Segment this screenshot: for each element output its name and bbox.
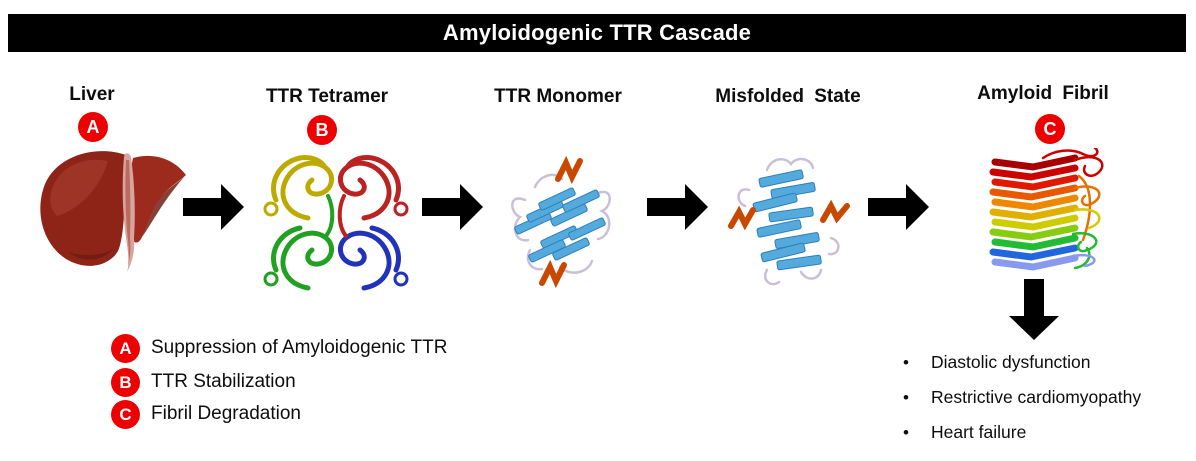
- stage-label-liver: Liver: [69, 84, 115, 105]
- arrow-tetramer-to-monomer-icon: [422, 184, 483, 230]
- ttr-monomer-ribbon: [511, 155, 611, 289]
- outcome-text-2: Restrictive cardiomyopathy: [931, 387, 1142, 407]
- legend-badge-c: C: [111, 399, 140, 429]
- diagram-title: Amyloidogenic TTR Cascade: [442, 20, 752, 45]
- badge-c-fibril: C: [1035, 114, 1065, 144]
- legend-text-c: Fibril Degradation: [151, 403, 301, 424]
- arrow-liver-to-tetramer-icon: [183, 184, 244, 230]
- legend-row-a: A Suppression of Amyloidogenic TTR: [111, 333, 447, 363]
- misfolded-protein-ribbon: [728, 157, 850, 286]
- outcome-row-2: • Restrictive cardiomyopathy: [903, 387, 1141, 407]
- bullet-icon: •: [903, 388, 909, 407]
- legend-badge-b: B: [111, 367, 140, 397]
- outcome-row-3: • Heart failure: [903, 422, 1026, 442]
- stage-label-misfolded-state: Misfolded State: [715, 86, 861, 107]
- arrow-monomer-to-misfolded-icon: [647, 184, 708, 230]
- arrow-fibril-to-outcomes-icon: [1009, 279, 1059, 340]
- stage-label-amyloid-fibril: Amyloid Fibril: [977, 83, 1109, 104]
- stage-label-ttr-monomer: TTR Monomer: [494, 86, 622, 107]
- legend-text-b: TTR Stabilization: [151, 371, 296, 392]
- badge-a-liver: A: [78, 112, 108, 142]
- arrow-misfolded-to-fibril-icon: [868, 184, 929, 230]
- legend-row-b: B TTR Stabilization: [111, 367, 296, 397]
- legend-row-c: C Fibril Degradation: [111, 399, 301, 429]
- bullet-icon: •: [903, 423, 909, 442]
- outcome-text-3: Heart failure: [931, 422, 1027, 442]
- badge-b-tetramer: B: [307, 115, 337, 145]
- bullet-icon: •: [903, 353, 909, 372]
- legend-text-a: Suppression of Amyloidogenic TTR: [151, 337, 448, 358]
- ttr-tetramer-ribbon: [263, 155, 409, 291]
- liver-illustration: [40, 151, 186, 272]
- outcome-text-1: Diastolic dysfunction: [931, 352, 1091, 372]
- stage-label-ttr-tetramer: TTR Tetramer: [265, 86, 389, 107]
- legend-badge-a: A: [111, 333, 140, 363]
- title-bar: Amyloidogenic TTR Cascade: [8, 14, 1186, 52]
- amyloid-fibril-ribbon: [989, 148, 1104, 271]
- outcome-row-1: • Diastolic dysfunction: [903, 352, 1091, 372]
